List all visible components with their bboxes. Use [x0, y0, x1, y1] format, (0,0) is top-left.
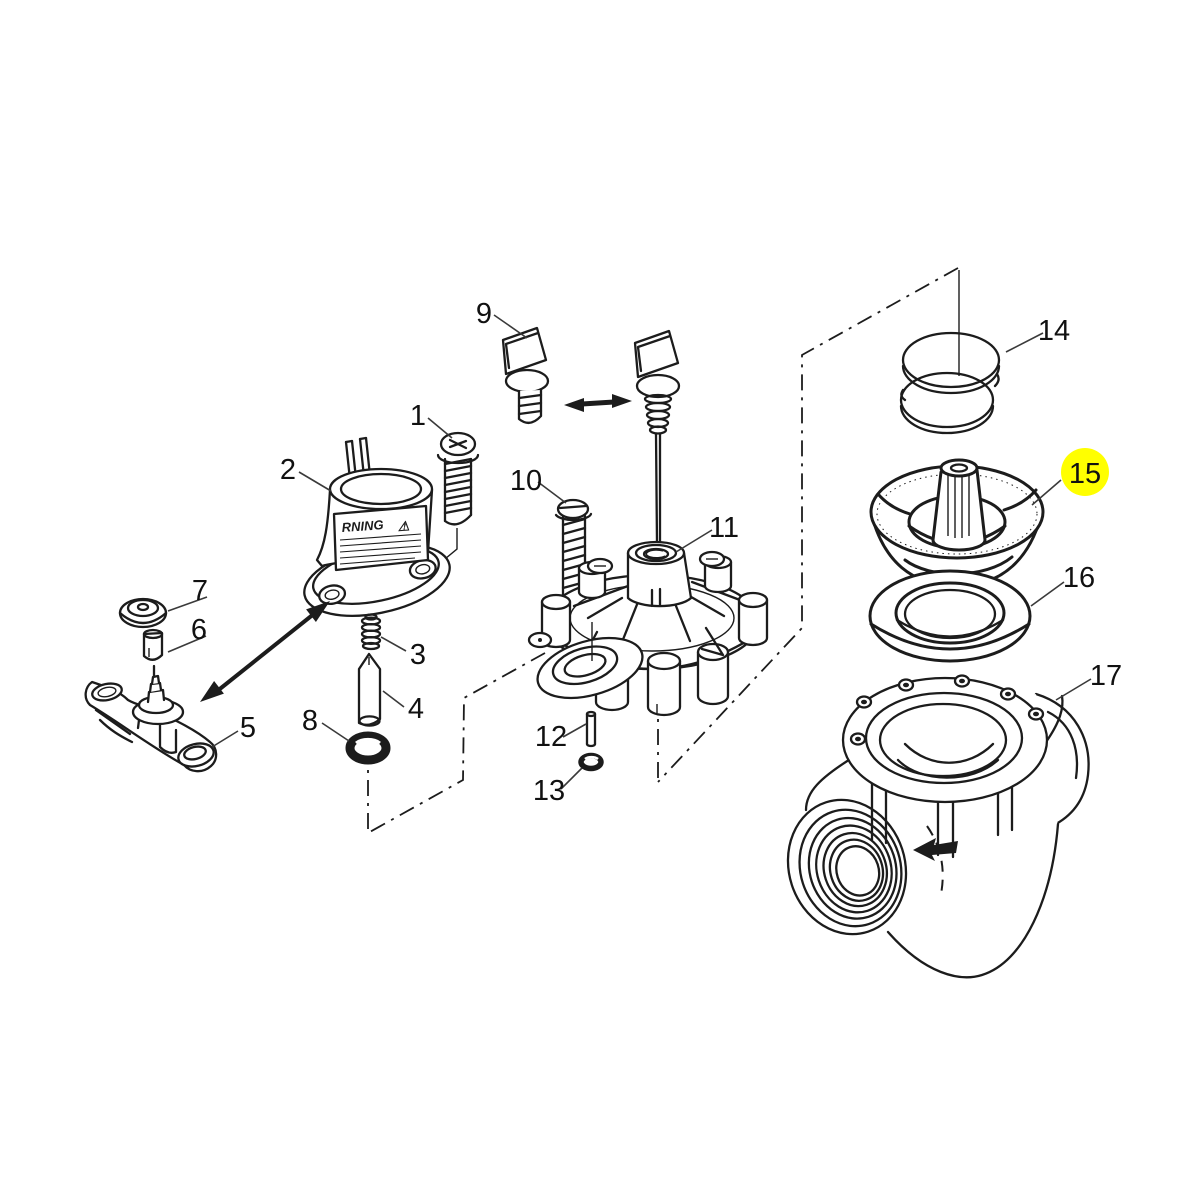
assembly-axis-lines: [367, 267, 960, 834]
screw-slot: [558, 504, 588, 510]
flow-direction-arrow: [913, 838, 958, 861]
part-label-7: 7: [192, 575, 208, 607]
part-2-solenoid: RNING ⚠: [303, 436, 451, 617]
part-label-17: 17: [1090, 660, 1122, 692]
part-label-15: 15: [1069, 458, 1101, 490]
bonnet-solenoid-port: [536, 636, 644, 700]
warning-triangle-icon: ⚠: [397, 518, 410, 534]
part-5-bracket: [84, 664, 218, 773]
part-17-valve-body: [786, 674, 1090, 979]
part-7-cap: [118, 597, 168, 629]
part-1-screw: [427, 431, 480, 574]
solenoid-warning-label: RNING ⚠: [332, 504, 430, 572]
part-label-16: 16: [1063, 562, 1095, 594]
part-12-pin: [585, 710, 597, 748]
flange-ear-hole: [318, 584, 347, 606]
part-13-oring: [578, 752, 604, 772]
screw-cross-slot: [448, 438, 468, 450]
part-3-spring: [360, 613, 382, 651]
part-8-oring: [345, 731, 391, 765]
part-label-9: 9: [476, 298, 492, 330]
part-label-4: 4: [408, 693, 424, 725]
part-16-seal-ring: [868, 569, 1032, 663]
part-9-bleed-key: [501, 326, 550, 424]
bleed-key-needle: [654, 432, 662, 546]
part-label-6: 6: [191, 614, 207, 646]
part-label-12: 12: [535, 721, 567, 753]
part-15-highlight: [1061, 448, 1109, 496]
part-11-bonnet: [527, 540, 769, 717]
part-label-10: 10: [510, 465, 542, 497]
part-14-spring: [899, 331, 1001, 435]
part-label-3: 3: [410, 639, 426, 671]
part-label-5: 5: [240, 712, 256, 744]
part-label-13: 13: [533, 775, 565, 807]
part-15-diaphragm: [869, 458, 1045, 589]
flange-bolt-holes: [849, 674, 1045, 746]
part-callouts: 1 2 3 4 5 6 7 8 9 10 11 12 13 14 15 16 1…: [191, 298, 1122, 807]
warning-label-text: RNING: [341, 517, 384, 535]
port-slot: [650, 587, 662, 608]
valve-inlet-threads: [786, 798, 908, 936]
part-label-8: 8: [302, 705, 318, 737]
part-label-1: 1: [410, 400, 426, 432]
leader-lines: [167, 314, 1092, 790]
part-label-2: 2: [280, 454, 296, 486]
part-label-11: 11: [709, 512, 739, 544]
part-9-bleed-key-installed: [633, 329, 681, 546]
part-6-pin: [142, 628, 164, 661]
part-4-plunger: [357, 652, 382, 727]
exchange-arrow: [200, 601, 330, 702]
swap-arrow: [564, 394, 632, 412]
part-label-14: 14: [1038, 315, 1070, 347]
